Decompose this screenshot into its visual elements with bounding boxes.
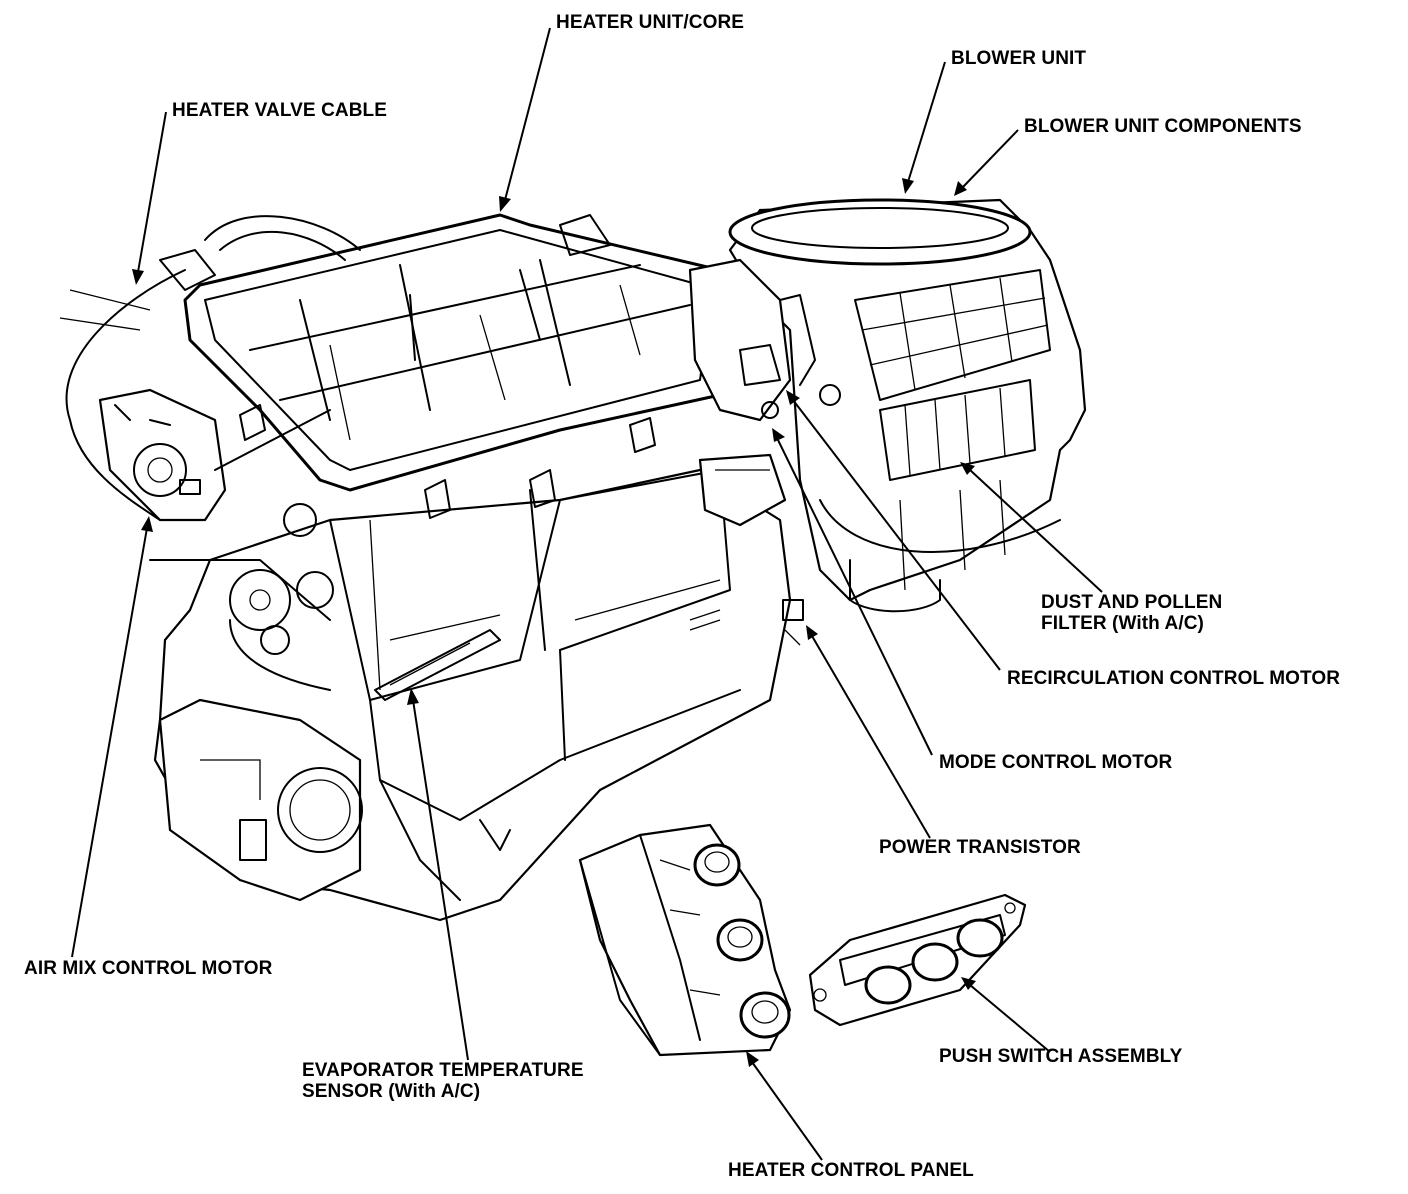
leader-lines	[71, 27, 1103, 1161]
label-dust-pollen-filter: DUST AND POLLEN FILTER (With A/C)	[1041, 592, 1222, 634]
label-blower-unit-components: BLOWER UNIT COMPONENTS	[1024, 116, 1302, 137]
label-recirculation-control-motor: RECIRCULATION CONTROL MOTOR	[1007, 668, 1341, 689]
heater-case	[153, 468, 792, 922]
label-heater-control-panel: HEATER CONTROL PANEL	[728, 1160, 974, 1181]
label-mode-control-motor: MODE CONTROL MOTOR	[939, 752, 1173, 773]
heater-unit-core	[159, 213, 737, 519]
label-heater-valve-cable: HEATER VALVE CABLE	[172, 100, 388, 121]
blower-unit	[688, 198, 1087, 646]
label-blower-unit: BLOWER UNIT	[951, 48, 1087, 69]
label-push-switch-assembly: PUSH SWITCH ASSEMBLY	[939, 1046, 1183, 1067]
air-mix-control-motor	[98, 388, 331, 691]
label-dust-pollen-filter-line2: FILTER (With A/C)	[1041, 613, 1204, 634]
heater-control-panel	[578, 823, 792, 1057]
label-power-transistor: POWER TRANSISTOR	[879, 837, 1081, 858]
label-evaporator-temperature-sensor: EVAPORATOR TEMPERATURE SENSOR (With A/C)	[302, 1060, 584, 1102]
heater-valve-cable	[59, 269, 186, 521]
push-switch-assembly	[808, 893, 1027, 1027]
label-dust-pollen-filter-line1: DUST AND POLLEN	[1041, 592, 1223, 613]
label-heater-unit-core: HEATER UNIT/CORE	[556, 12, 745, 33]
label-evaporator-sensor-line2: SENSOR (With A/C)	[302, 1081, 481, 1102]
label-air-mix-control-motor: AIR MIX CONTROL MOTOR	[24, 958, 273, 979]
label-evaporator-sensor-line1: EVAPORATOR TEMPERATURE	[302, 1060, 584, 1081]
